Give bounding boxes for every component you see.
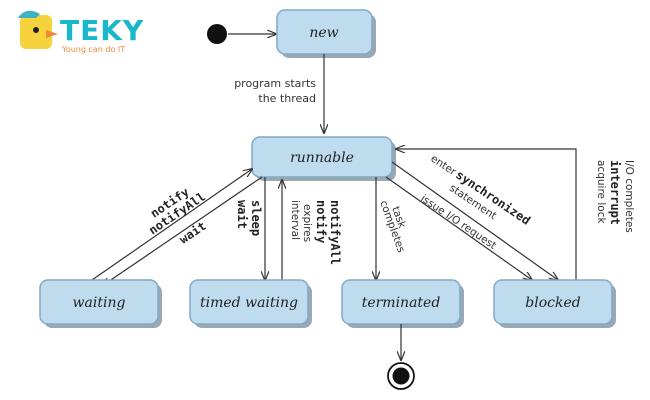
state-new: new: [276, 9, 376, 58]
state-blocked-label: blocked: [525, 295, 580, 311]
edge-label-interval: interval: [289, 200, 301, 240]
state-blocked: blocked: [493, 279, 616, 328]
state-timed-waiting: timed waiting: [189, 279, 312, 328]
state-waiting: waiting: [39, 279, 162, 328]
edge-label-timed-wait: wait: [235, 200, 249, 229]
edge-runnable-to-blocked-sync: [391, 161, 558, 280]
state-runnable: runnable: [251, 136, 396, 181]
edge-label-acquire-lock: acquire lock: [595, 160, 607, 224]
state-new-label: new: [309, 25, 338, 41]
edge-label-the-thread: the thread: [258, 92, 316, 105]
state-terminated-label: terminated: [362, 295, 441, 311]
edge-label-interrupt: interrupt: [608, 160, 622, 225]
edge-label-expires: expires: [301, 204, 313, 242]
edge-label-program-starts: program starts: [234, 77, 316, 90]
state-terminated: terminated: [341, 279, 464, 328]
edge-waiting-to-runnable: [91, 169, 252, 281]
logo-text: TEKY: [60, 14, 144, 47]
state-timed-waiting-label: timed waiting: [200, 295, 298, 311]
bird-mascot-icon: [18, 10, 58, 49]
edge-runnable-to-waiting: [102, 176, 263, 286]
logo-tagline: Young can do IT: [61, 45, 125, 54]
edge-label-sleep: sleep: [249, 200, 263, 236]
edge-label-enter: enter: [428, 153, 458, 179]
initial-state-node: [207, 24, 227, 44]
edge-label-wait: wait: [177, 219, 209, 247]
final-state-node: [387, 362, 415, 390]
edge-label-notify-2: notify: [314, 200, 328, 243]
edge-runnable-to-blocked-io: [385, 176, 532, 280]
edge-blocked-to-runnable: [396, 149, 577, 282]
teky-logo: TEKY Young can do IT: [18, 10, 144, 54]
edge-label-notifyall-2: notifyAll: [328, 200, 342, 265]
state-runnable-label: runnable: [290, 150, 354, 166]
edge-label-io-completes: I/O completes: [623, 160, 635, 233]
state-waiting-label: waiting: [73, 295, 126, 311]
